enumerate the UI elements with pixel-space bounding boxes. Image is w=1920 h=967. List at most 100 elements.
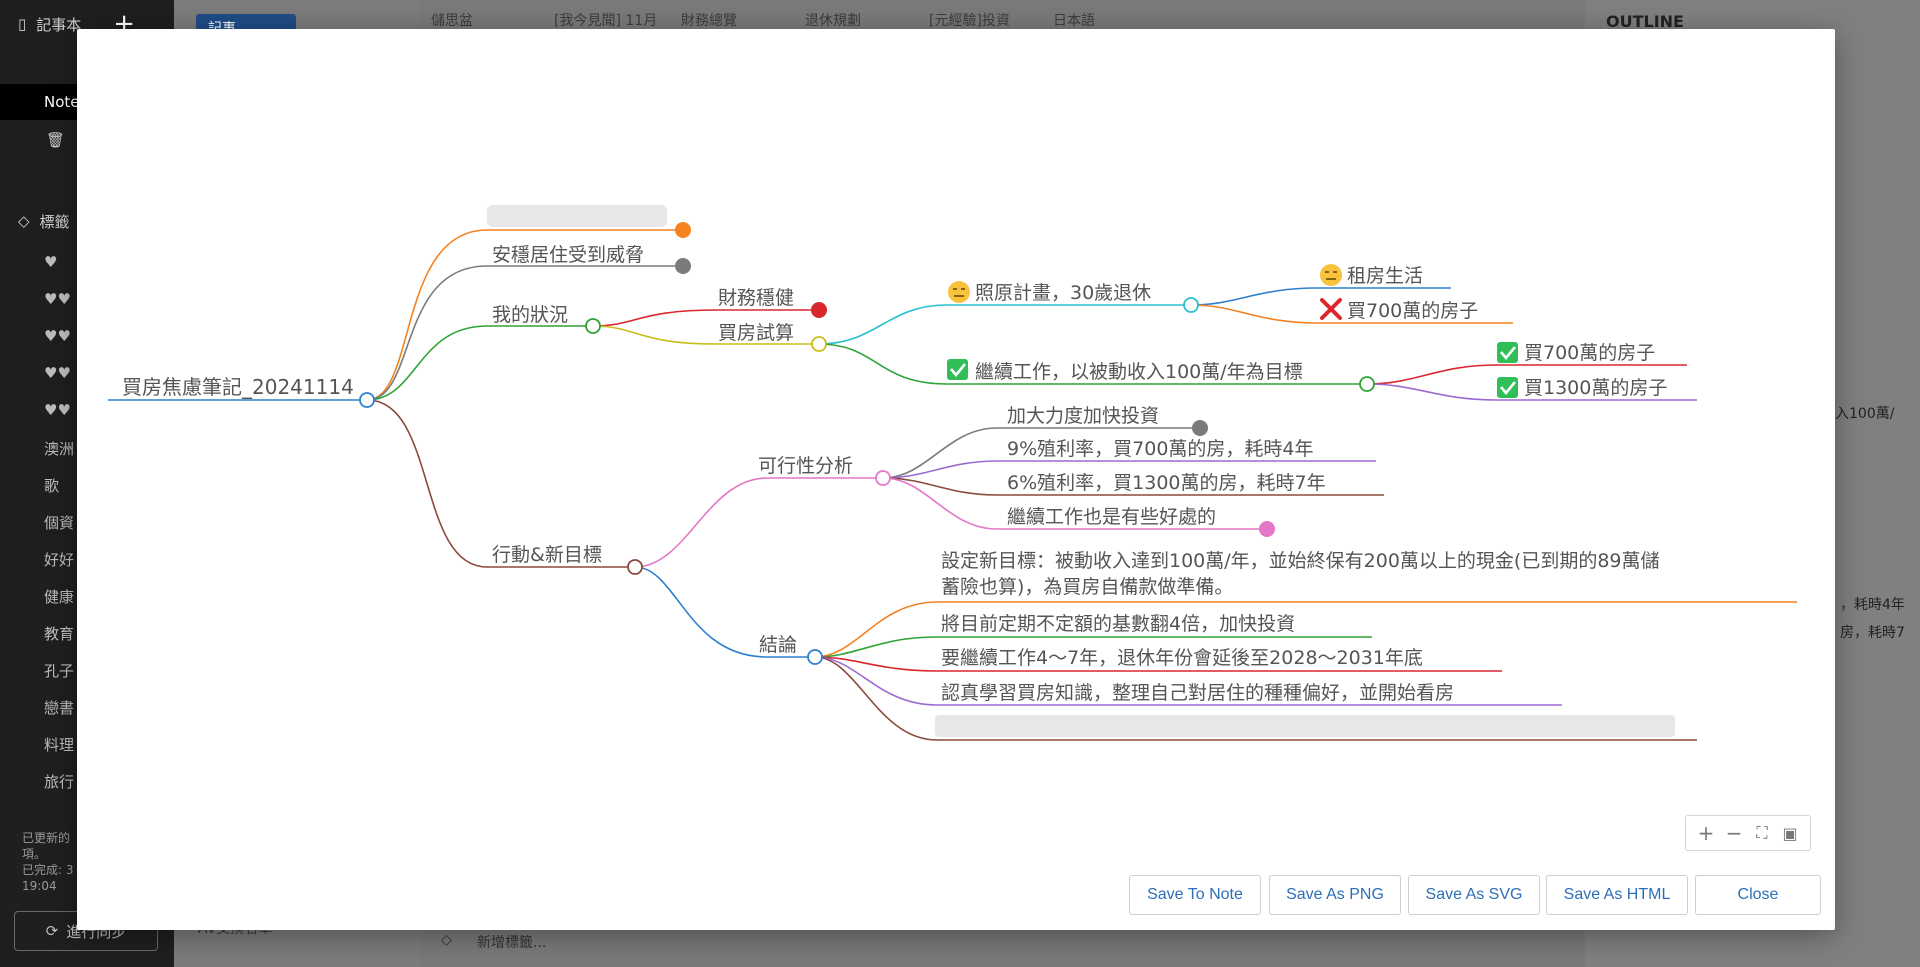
node-toggle[interactable] [627,559,643,575]
mindmap-node[interactable]: 蓄險也算)，為買房自備款做準備。 [941,576,1233,598]
mindmap-node[interactable]: 繼續工作，以被動收入100萬/年為目標 [975,361,1303,383]
collapsed-dot[interactable] [1259,521,1275,537]
root-toggle[interactable] [359,392,375,408]
trash-icon: 🗑 [46,131,66,149]
node-toggle[interactable] [585,318,601,334]
edge-b322-b [1366,383,1697,401]
edge-b41-c [882,477,1384,496]
sidebar-tag-item[interactable]: 料理 [44,736,75,754]
heart-tag-icon[interactable]: ♥♥ [44,290,71,308]
heart-tag-icon[interactable]: ♥♥ [44,401,71,419]
mindmap-node[interactable]: 認真學習買房知識，整理自己對居住的種種偏好，並開始看房 [941,682,1454,704]
expressionless-face-icon [948,281,970,303]
zoom-in-button[interactable]: + [1697,821,1715,845]
expressionless-face-icon [1320,264,1342,286]
node-toggle[interactable] [1359,376,1375,392]
tab-item[interactable]: [元經驗]投資 [929,13,1010,29]
save-png-button[interactable]: Save As PNG [1269,875,1401,915]
sidebar-tag-item[interactable]: 個資 [44,514,75,532]
edge-b42-a [814,601,1797,658]
mindmap-node[interactable]: 租房生活 [1347,265,1423,287]
sync-status: 已更新的項。 已完成: 3 19:04 [22,831,74,893]
edge-b42-b [814,636,1372,658]
outline-item[interactable]: 房，耗時7 [1840,625,1905,641]
edge-b32-2 [818,343,1367,385]
edge-b42-c [814,656,1502,672]
edge-root-b3 [366,325,593,401]
mindmap-node[interactable]: 加大力度加快投資 [1007,405,1159,427]
minimap-button[interactable]: ▣ [1782,823,1798,843]
mindmap-node[interactable]: 買700萬的房子 [1347,300,1478,322]
mindmap-node[interactable]: 設定新目標：被動收入達到100萬/年，並始終保有200萬以上的現金(已到期的89… [941,550,1660,572]
sidebar-tag-item[interactable]: 孔子 [44,662,75,680]
edge-b3-1 [592,309,819,327]
edge-b42-e [814,656,1697,741]
blurred-node [935,715,1675,737]
sidebar-tags[interactable]: ◇ 標籤 [0,203,174,239]
edge-b3-2 [592,325,819,345]
green-check-icon [947,359,968,380]
outline-item[interactable]: ，耗時4年 [1840,597,1905,613]
edge-root-b4 [366,399,635,568]
fit-view-button[interactable]: ⛶ [1756,823,1768,842]
tag-icon: ◇ [18,212,30,230]
mindmap-node[interactable]: 買房試算 [718,322,794,344]
mindmap-node[interactable]: 行動&新目標 [492,544,602,566]
zoom-controls: + − ⛶ ▣ [1685,815,1811,851]
mindmap-node[interactable]: 6%殖利率，買1300萬的房，耗時7年 [1007,472,1326,494]
sidebar-tag-item[interactable]: 歌 [44,477,60,495]
zoom-out-button[interactable]: − [1725,821,1743,845]
tab-item[interactable]: 儲思盆 [431,13,473,29]
mindmap-node[interactable]: 將目前定期不定額的基數翻4倍，加快投資 [941,613,1295,635]
tab-item[interactable]: 財務總覽 [681,13,737,29]
mindmap-node[interactable]: 我的狀況 [492,304,568,326]
collapsed-dot[interactable] [675,222,691,238]
node-toggle[interactable] [807,649,823,665]
edge-b32-1 [818,304,1191,345]
mindmap-node[interactable]: 9%殖利率，買700萬的房，耗時4年 [1007,438,1314,460]
collapsed-dot[interactable] [1192,420,1208,436]
close-button[interactable]: Close [1695,875,1821,915]
sidebar-tag-item[interactable]: 健康 [44,588,75,606]
heart-tag-icon[interactable]: ♥♥ [44,364,71,382]
tab-item[interactable]: 退休規劃 [805,13,861,29]
edge-root-b2 [366,265,676,401]
mindmap-node[interactable]: 財務穩健 [718,287,794,309]
collapsed-dot[interactable] [675,258,691,274]
mindmap-node[interactable]: 可行性分析 [758,455,853,477]
sidebar-tag-item[interactable]: 戀書 [44,699,75,717]
mindmap-node[interactable]: 安穩居住受到威脅 [492,244,644,266]
mindmap-node[interactable]: 買1300萬的房子 [1524,377,1667,399]
notebook-icon: ▯ [18,15,27,33]
sidebar-tag-item[interactable]: 旅行 [44,773,75,791]
sidebar-tag-item[interactable]: 好好 [44,551,75,569]
sidebar-trash[interactable]: 🗑 [0,122,174,158]
mindmap-canvas[interactable]: 買房焦慮筆記_20241114 安穩居住受到威脅 我的狀況 財務穩健 買房試算 … [77,29,1835,849]
sidebar-tag-item[interactable]: 教育 [44,625,75,643]
save-html-button[interactable]: Save As HTML [1546,875,1688,915]
sync-icon: ⟳ [45,922,59,940]
red-cross-icon [1320,298,1342,320]
sidebar-tag-item[interactable]: 澳洲 [44,440,75,458]
tab-item[interactable]: 日本語 [1053,13,1095,29]
mindmap-node[interactable]: 要繼續工作4～7年，退休年份會延後至2028～2031年底 [941,647,1423,669]
heart-tag-icon[interactable]: ♥ [44,253,58,271]
outline-title: OUTLINE [1606,12,1684,31]
outline-item[interactable]: 入100萬/ [1835,406,1895,422]
mindmap-node[interactable]: 照原計畫，30歲退休 [975,282,1151,304]
save-to-note-button[interactable]: Save To Note [1129,875,1261,915]
edge-b321-b [1190,304,1513,324]
mindmap-node[interactable]: 繼續工作也是有些好處的 [1007,506,1216,528]
mindmap-node[interactable]: 買700萬的房子 [1524,342,1655,364]
node-toggle[interactable] [811,336,827,352]
mindmap-dialog: 買房焦慮筆記_20241114 安穩居住受到威脅 我的狀況 財務穩健 買房試算 … [77,29,1835,930]
mindmap-node[interactable]: 結論 [759,634,797,656]
heart-tag-icon[interactable]: ♥♥ [44,327,71,345]
save-svg-button[interactable]: Save As SVG [1408,875,1540,915]
collapsed-dot[interactable] [811,302,827,318]
node-toggle[interactable] [1183,297,1199,313]
node-toggle[interactable] [875,470,891,486]
mindmap-root-node[interactable]: 買房焦慮筆記_20241114 [122,375,354,399]
tab-item[interactable]: [我今見聞] 11月 [554,13,658,29]
add-tag-input[interactable]: 新增標籤... [477,935,547,951]
